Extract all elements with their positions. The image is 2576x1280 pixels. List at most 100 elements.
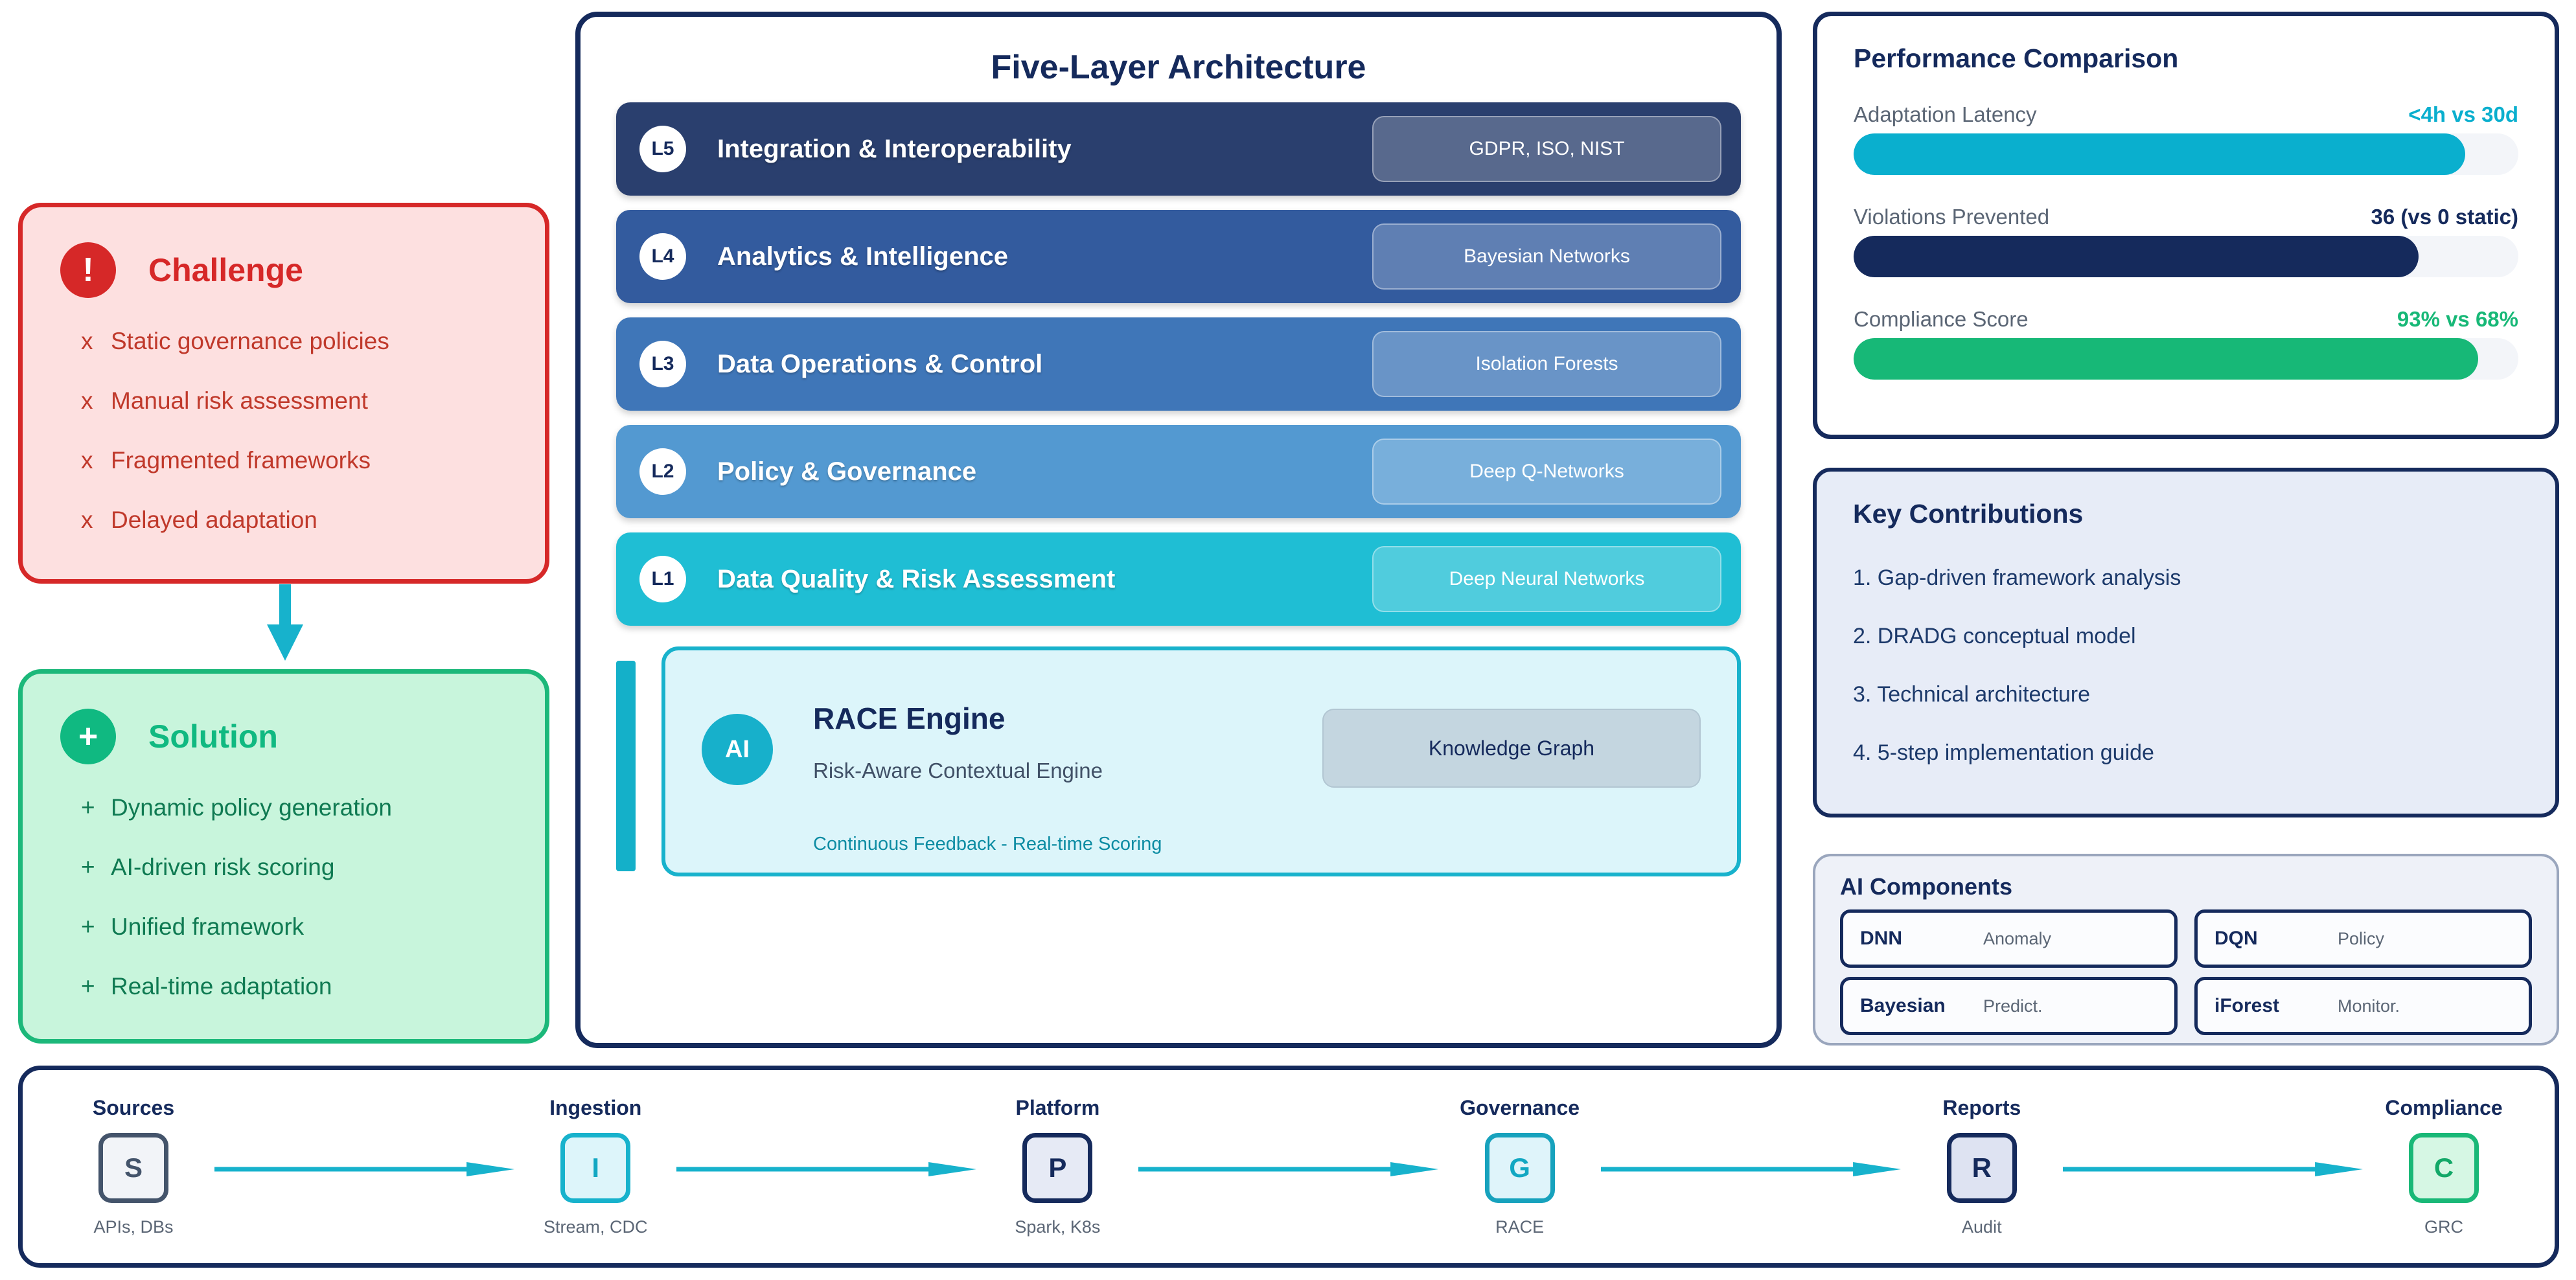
layer-badge: L5 [639,126,686,172]
stage-title: Sources [92,1096,175,1119]
list-item: + Unified framework [81,913,545,973]
stage-node: S [98,1133,168,1203]
stage-node: C [2409,1133,2479,1203]
plus-icon: + [81,913,95,940]
ai-component-dnn[interactable]: DNN Anomaly [1840,909,2178,968]
solution-header: + Solution [60,709,545,764]
progress-fill [1854,338,2479,380]
ai-badge-icon: AI [702,714,773,785]
list-item-label: Fragmented frameworks [111,447,371,474]
stage-subtitle: RACE [1495,1217,1545,1237]
layer-name: Analytics & Intelligence [717,242,1009,271]
pipeline-row: Sources S APIs, DBs Ingestion I Stream, … [23,1070,2555,1263]
pipeline-stage-reports[interactable]: Reports R Audit [1901,1096,2063,1237]
layer-name: Data Operations & Control [717,349,1043,378]
layer-row-l2[interactable]: L2 Policy & Governance Deep Q-Networks [616,425,1741,518]
ai-component-iforest[interactable]: iForest Monitor. [2194,977,2532,1035]
progress-fill [1854,236,2419,277]
ai-components-panel: AI Components DNN Anomaly DQN Policy Bay… [1813,854,2559,1046]
stage-subtitle: Audit [1962,1217,2002,1237]
list-item: + Dynamic policy generation [81,794,545,854]
list-item: 2. DRADG conceptual model [1853,624,2136,648]
plus-icon: + [81,854,95,880]
list-item-label: Unified framework [111,913,305,940]
pipeline-stage-sources[interactable]: Sources S APIs, DBs [52,1096,214,1237]
ai-component-name: DNN [1860,928,1902,949]
page-title: Performance Comparison [1854,43,2179,73]
plus-icon: + [81,973,95,1000]
ai-component-bayesian[interactable]: Bayesian Predict. [1840,977,2178,1035]
ai-components-grid: DNN Anomaly DQN Policy Bayesian Predict.… [1840,909,2532,1035]
layer-row-l4[interactable]: L4 Analytics & Intelligence Bayesian Net… [616,210,1741,303]
ai-component-dqn[interactable]: DQN Policy [2194,909,2532,968]
layer-tech-chip: GDPR, ISO, NIST [1372,116,1721,182]
layer-tech-chip: Isolation Forests [1372,331,1721,397]
cross-icon: x [81,507,93,533]
cross-icon: x [81,387,93,414]
list-item: x Static governance policies [81,328,545,387]
progress-track [1854,236,2518,277]
layer-row-l3[interactable]: L3 Data Operations & Control Isolation F… [616,317,1741,411]
list-item: x Fragmented frameworks [81,447,545,507]
pipeline-panel: Sources S APIs, DBs Ingestion I Stream, … [18,1066,2559,1268]
stage-title: Ingestion [549,1096,642,1119]
arrow-right-icon [214,1158,515,1180]
metric-value: 93% vs 68% [2397,307,2518,331]
metric-value: 36 (vs 0 static) [2371,205,2518,229]
list-item: x Delayed adaptation [81,507,545,566]
ai-component-name: DQN [2214,928,2258,949]
list-item-label: Real-time adaptation [111,973,332,1000]
metric-label: Adaptation Latency [1854,102,2037,126]
layer-tech-chip: Bayesian Networks [1372,223,1721,290]
challenge-list: x Static governance policies x Manual ri… [81,328,545,566]
layer-tech-chip: Deep Neural Networks [1372,546,1721,612]
list-item-label: Delayed adaptation [111,507,317,533]
challenge-title: Challenge [148,252,303,288]
layer-stack: L5 Integration & Interoperability GDPR, … [616,102,1741,626]
layer-badge: L3 [639,341,686,387]
contributions-title: Key Contributions [1853,499,2084,529]
list-item: 3. Technical architecture [1853,682,2091,707]
progress-track [1854,338,2518,380]
ai-component-role: Anomaly [1983,928,2052,948]
ai-component-role: Monitor. [2338,996,2400,1016]
progress-fill [1854,133,2465,175]
race-engine-section: AI RACE Engine Risk-Aware Contextual Eng… [616,646,1741,886]
metric-label: Violations Prevented [1854,205,2050,229]
layer-badge: L4 [639,233,686,280]
list-item: + Real-time adaptation [81,973,545,1033]
stage-node: G [1484,1133,1555,1203]
pipeline-stage-governance[interactable]: Governance G RACE [1439,1096,1601,1237]
metric-adaptation-latency: Adaptation Latency <4h vs 30d [1854,102,2518,175]
stage-title: Compliance [2385,1096,2503,1119]
list-item: x Manual risk assessment [81,387,545,447]
pipeline-stage-compliance[interactable]: Compliance C GRC [2363,1096,2525,1237]
arrow-right-icon [1138,1158,1439,1180]
race-engine-subtitle: Risk-Aware Contextual Engine [813,759,1103,783]
arrow-right-icon [1600,1158,1901,1180]
list-item: 1. Gap-driven framework analysis [1853,566,2181,590]
ai-components-title: AI Components [1840,873,2012,900]
layer-row-l5[interactable]: L5 Integration & Interoperability GDPR, … [616,102,1741,196]
metric-list: Adaptation Latency <4h vs 30d Violations… [1854,102,2518,380]
ai-component-name: iForest [2214,995,2280,1016]
exclamation-icon: ! [60,242,116,298]
stage-node: R [1946,1133,2017,1203]
layer-badge: L2 [639,448,686,495]
metric-value: <4h vs 30d [2408,102,2518,126]
pipeline-stage-platform[interactable]: Platform P Spark, K8s [976,1096,1138,1237]
metric-label: Compliance Score [1854,307,2029,331]
race-tech-chip: Knowledge Graph [1322,709,1701,788]
ai-component-name: Bayesian [1860,995,1946,1016]
metric-violations-prevented: Violations Prevented 36 (vs 0 static) [1854,205,2518,277]
layer-row-l1[interactable]: L1 Data Quality & Risk Assessment Deep N… [616,532,1741,626]
race-engine-card[interactable]: AI RACE Engine Risk-Aware Contextual Eng… [661,646,1741,876]
list-item: + AI-driven risk scoring [81,854,545,913]
pipeline-stage-ingestion[interactable]: Ingestion I Stream, CDC [514,1096,676,1237]
performance-comparison-panel: Performance Comparison Adaptation Latenc… [1813,12,2559,439]
progress-track [1854,133,2518,175]
metric-compliance-score: Compliance Score 93% vs 68% [1854,307,2518,380]
list-item-label: Dynamic policy generation [111,794,392,821]
layer-name: Data Quality & Risk Assessment [717,564,1116,593]
list-item: 4. 5-step implementation guide [1853,740,2154,765]
